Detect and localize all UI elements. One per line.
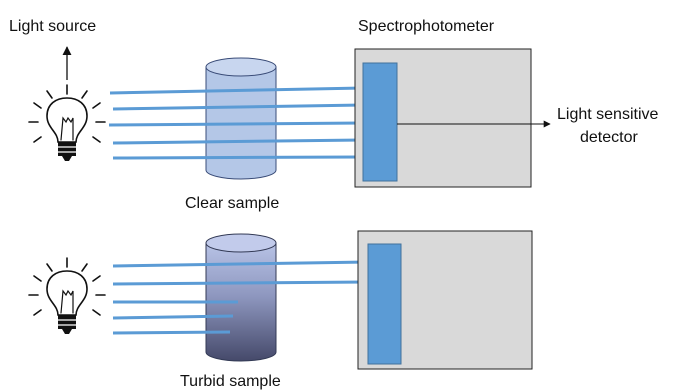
clear-light-beams: [108, 86, 364, 160]
turbid-sample-cylinder: [205, 233, 277, 362]
turbid-light-beams: [112, 260, 369, 335]
clear-sample-label: Clear sample: [185, 195, 279, 212]
spectrophotometer-label: Spectrophotometer: [358, 18, 495, 35]
light-bulb-icon: [28, 84, 106, 161]
light-source-label: Light source: [9, 18, 96, 35]
light-detector: [367, 243, 402, 365]
detector-label-line1: Light sensitive: [557, 106, 658, 123]
detector-label-line2: detector: [580, 129, 638, 146]
clear-sample-cylinder: [205, 57, 277, 180]
light-detector: [362, 62, 398, 182]
turbid-sample-label: Turbid sample: [180, 373, 281, 390]
light-bulb-icon: [28, 257, 106, 334]
